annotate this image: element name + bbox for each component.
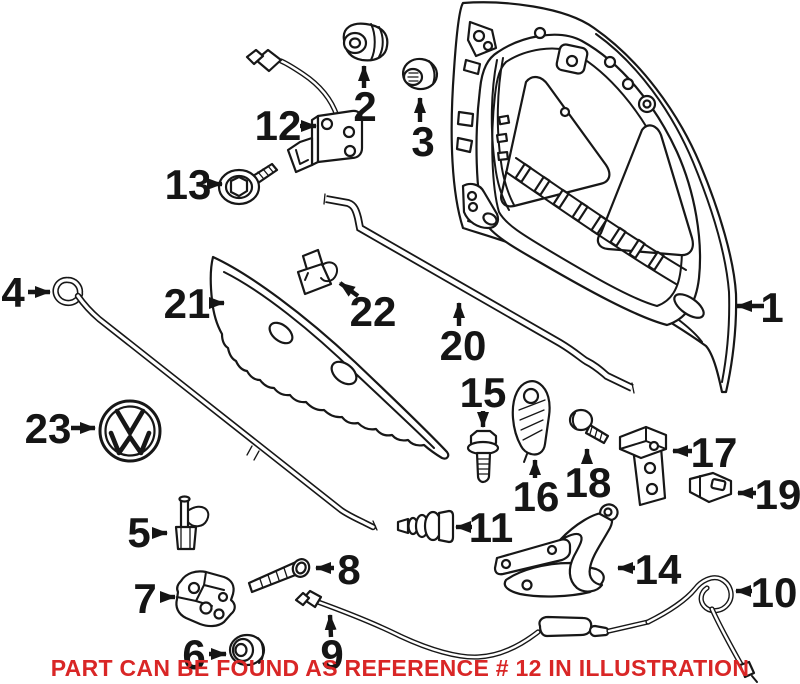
callout-17: 17 — [672, 429, 738, 476]
part-insulation-pad — [209, 255, 450, 460]
part-clip-19 — [688, 471, 733, 504]
part-buffer-large — [342, 22, 389, 62]
callout-label-21[interactable]: 21 — [164, 280, 211, 327]
callout-label-1[interactable]: 1 — [760, 284, 783, 331]
part-support-rod — [52, 276, 378, 531]
callout-label-3[interactable]: 3 — [411, 118, 434, 165]
part-vw-emblem — [98, 399, 162, 463]
caption: PART CAN BE FOUND AS REFERENCE # 12 IN I… — [50, 655, 750, 681]
callout-22: 22 — [338, 281, 397, 335]
part-bolt-15 — [466, 429, 500, 484]
callout-7: 7 — [133, 575, 176, 622]
callout-6: 6 — [182, 631, 227, 678]
callout-label-8[interactable]: 8 — [337, 546, 360, 593]
part-clip-5 — [174, 495, 210, 551]
callout-label-14[interactable]: 14 — [635, 546, 682, 593]
callout-label-10[interactable]: 10 — [751, 569, 798, 616]
callout-arrow-22 — [338, 281, 360, 298]
callout-18: 18 — [565, 448, 612, 506]
callout-8: 8 — [315, 546, 361, 593]
callout-20: 20 — [440, 302, 487, 369]
part-striker-17 — [618, 425, 668, 507]
callout-23: 23 — [25, 405, 96, 452]
callout-label-4[interactable]: 4 — [1, 269, 25, 316]
part-bolt-13 — [217, 162, 279, 206]
callout-14: 14 — [617, 546, 682, 593]
callout-label-2[interactable]: 2 — [353, 83, 376, 130]
part-cable-9 — [294, 589, 651, 660]
part-hood-lock-7 — [175, 570, 236, 628]
callout-label-11[interactable]: 11 — [469, 504, 513, 551]
part-screw-18 — [568, 408, 610, 445]
callout-label-20[interactable]: 20 — [440, 322, 487, 369]
callout-label-5[interactable]: 5 — [127, 509, 150, 556]
part-bracket-12 — [245, 48, 364, 174]
callout-arrow-9 — [324, 614, 337, 638]
part-hood-panel — [450, 1, 738, 394]
callout-label-23[interactable]: 23 — [25, 405, 72, 452]
callout-label-7[interactable]: 7 — [133, 575, 156, 622]
callout-label-6[interactable]: 6 — [182, 631, 205, 678]
part-plug-11 — [396, 509, 455, 544]
part-clip-22 — [296, 248, 338, 296]
callout-12: 12 — [255, 102, 317, 149]
callout-label-9[interactable]: 9 — [320, 631, 343, 678]
callout-21: 21 — [164, 280, 225, 327]
callout-2: 2 — [353, 65, 377, 130]
callout-label-18[interactable]: 18 — [565, 459, 612, 506]
callout-4: 4 — [1, 269, 51, 316]
callout-11: 11 — [455, 504, 513, 551]
callouts: 1 2 3 4 5 6 7 8 9 10 11 12 13 14 15 16 1… — [1, 65, 800, 678]
callout-1: 1 — [736, 284, 784, 331]
part-bolt-8 — [247, 558, 311, 594]
callout-16: 16 — [513, 459, 560, 520]
callout-13: 13 — [165, 161, 223, 208]
callout-9: 9 — [320, 614, 344, 678]
part-grommet-6 — [228, 633, 266, 667]
part-hinge-14 — [493, 503, 619, 598]
callout-label-15[interactable]: 15 — [460, 369, 507, 416]
callout-label-13[interactable]: 13 — [165, 161, 212, 208]
part-bracket-16 — [511, 380, 551, 463]
callout-label-16[interactable]: 16 — [513, 473, 560, 520]
callout-label-22[interactable]: 22 — [350, 288, 397, 335]
callout-3: 3 — [411, 97, 435, 165]
callout-15: 15 — [460, 369, 507, 428]
part-front-seal — [323, 193, 635, 394]
callout-label-17[interactable]: 17 — [691, 429, 738, 476]
callout-5: 5 — [127, 509, 168, 556]
hood-vent-slots — [514, 162, 665, 272]
callout-10: 10 — [735, 569, 798, 616]
callout-19: 19 — [737, 471, 800, 518]
callout-label-19[interactable]: 19 — [755, 471, 800, 518]
part-cable-10 — [645, 575, 758, 683]
callout-label-12[interactable]: 12 — [255, 102, 302, 149]
part-buffer-small — [401, 57, 439, 91]
